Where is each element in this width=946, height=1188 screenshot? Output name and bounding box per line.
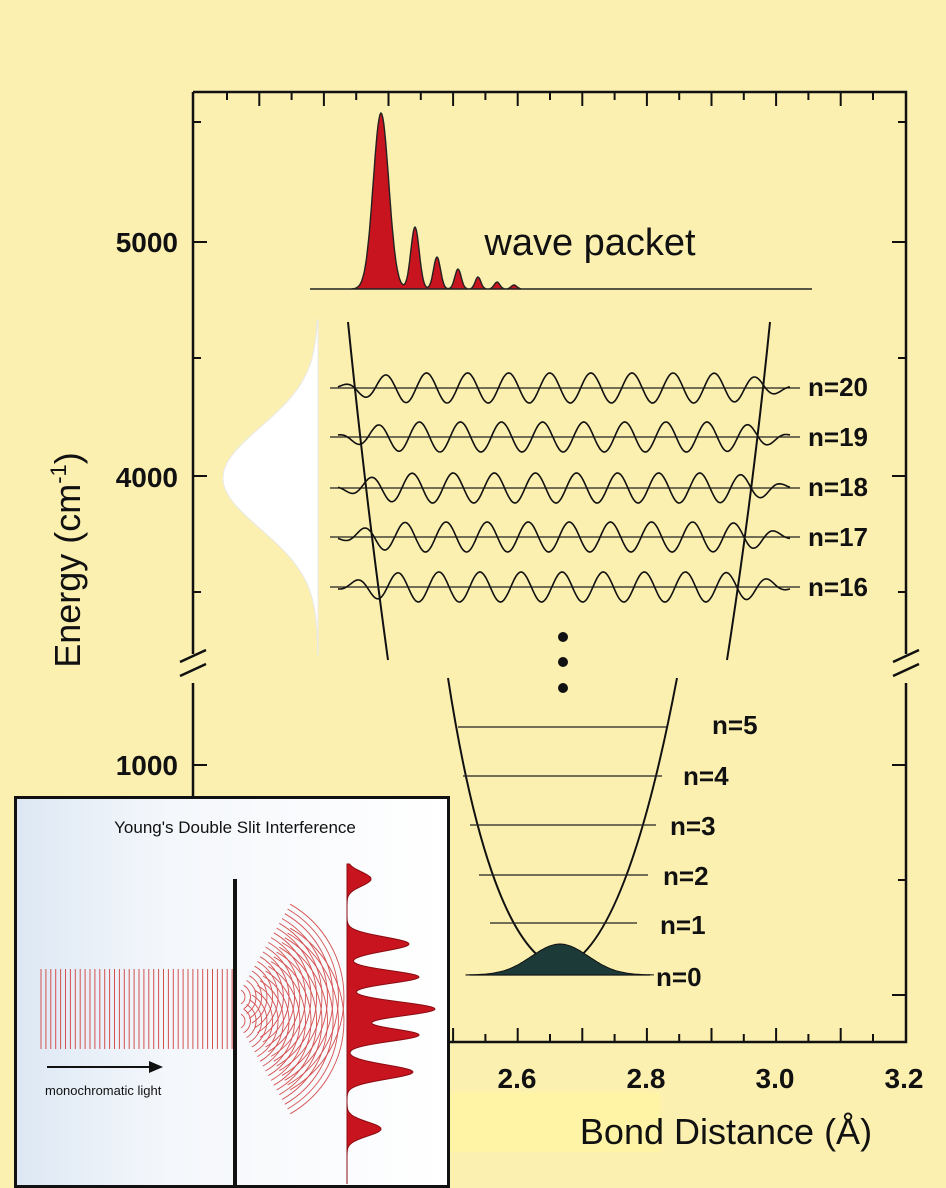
incident-plane-waves: [40, 969, 233, 1049]
level-label-n19: n=19: [808, 422, 868, 452]
diffracted-wave-arc: [273, 956, 312, 1086]
diffracted-wave-arc: [265, 970, 295, 1072]
ellipsis-dot-2: [558, 657, 568, 667]
diffracted-wave-arc: [284, 913, 334, 1081]
x-tick-3.0: 3.0: [756, 1063, 795, 1094]
level-label-n20: n=20: [808, 372, 868, 402]
inset-title: Young's Double Slit Interference: [114, 818, 356, 837]
arrow-label: monochromatic light: [45, 1083, 162, 1098]
diffracted-wave-arc: [243, 984, 251, 1010]
ground-state-gaussian: [465, 943, 655, 976]
x-axis-label: Bond Distance (Å): [580, 1111, 872, 1152]
diffracted-wave-arc: [254, 989, 273, 1053]
level-label-n17: n=17: [808, 522, 868, 552]
diffracted-wave-arc: [246, 1004, 257, 1038]
diffracted-wave-arc: [281, 942, 328, 1100]
diffracted-wave-arc: [284, 937, 334, 1105]
level-label-n2: n=2: [663, 861, 709, 891]
population-envelope: [222, 319, 319, 656]
diffracted-wave-arc: [270, 937, 306, 1057]
wavefunction-curve: [337, 472, 791, 504]
potential-well-lower: [447, 677, 678, 970]
y-break-right: [892, 648, 920, 678]
level-label-n3: n=3: [670, 811, 716, 841]
diffracted-wave-arc: [265, 946, 295, 1048]
y-break-left: [179, 648, 207, 678]
upper-levels: [330, 372, 800, 603]
slit-barrier: [233, 879, 237, 1185]
wavefunction-curve: [337, 521, 791, 553]
diffracted-wave-arc: [268, 942, 301, 1052]
label-highlight: [440, 1092, 660, 1152]
diffracted-wave-arc: [243, 1008, 251, 1034]
x-tick-3.2: 3.2: [885, 1063, 924, 1094]
x-tick-2.6: 2.6: [498, 1063, 537, 1094]
diffracted-waves: [240, 903, 345, 1115]
diffracted-wave-arc: [287, 908, 339, 1086]
level-label-n4: n=4: [683, 761, 729, 791]
level-label-n16: n=16: [808, 572, 868, 602]
diffracted-wave-arc: [279, 946, 323, 1096]
inset-double-slit: Young's Double Slit Interference monochr…: [14, 796, 450, 1188]
wavefunction-curve: [337, 372, 791, 404]
diffracted-wave-arc: [270, 961, 306, 1081]
y-axis-label: Energy (cm-1): [46, 452, 88, 668]
wavefunction-curve: [337, 421, 791, 453]
diffracted-wave-arc: [289, 927, 345, 1115]
x-tick-2.8: 2.8: [627, 1063, 666, 1094]
diffracted-wave-arc: [289, 903, 345, 1091]
ellipsis-dot-1: [558, 632, 568, 642]
diffracted-wave-arc: [273, 932, 312, 1062]
diffracted-wave-arc: [276, 927, 317, 1067]
diffracted-wave-arc: [251, 994, 268, 1048]
potential-wall-right-upper: [726, 321, 771, 661]
diffracted-wave-arc: [257, 985, 279, 1057]
y-axis-label-group: Energy (cm-1): [46, 452, 88, 668]
diffracted-wave-arc: [246, 980, 257, 1014]
wavefunction-curve: [337, 571, 791, 603]
diffracted-wave-arc: [287, 932, 339, 1110]
wave-packet-curve: [310, 111, 812, 290]
y-tick-5000: 5000: [116, 227, 178, 258]
arrow-head-icon: [149, 1061, 163, 1073]
diffracted-wave-arc: [240, 1013, 246, 1029]
diffracted-wave-arc: [248, 975, 262, 1019]
diffracted-wave-arc: [248, 999, 262, 1043]
diffracted-wave-arc: [240, 989, 246, 1005]
diffracted-wave-arc: [281, 918, 328, 1076]
diffracted-wave-arc: [257, 961, 279, 1033]
diffracted-wave-arc: [251, 970, 268, 1024]
potential-wall-left-upper: [347, 321, 389, 661]
diffracted-wave-arc: [276, 951, 317, 1091]
level-label-n18: n=18: [808, 472, 868, 502]
level-label-n0: n=0: [656, 962, 702, 992]
ellipsis-dot-3: [558, 683, 568, 693]
level-label-n5: n=5: [712, 710, 758, 740]
diffracted-wave-arc: [268, 966, 301, 1076]
inset-diagram: Young's Double Slit Interference monochr…: [40, 818, 436, 1185]
y-tick-4000: 4000: [116, 462, 178, 493]
diffracted-wave-arc: [262, 975, 290, 1067]
diffracted-wave-arc: [254, 965, 273, 1029]
diffracted-wave-arc: [259, 980, 284, 1062]
diffracted-wave-arc: [279, 922, 323, 1072]
interference-pattern: [346, 863, 436, 1184]
level-label-n1: n=1: [660, 910, 706, 940]
wave-packet-label: wave packet: [483, 222, 696, 264]
y-tick-1000: 1000: [116, 750, 178, 781]
